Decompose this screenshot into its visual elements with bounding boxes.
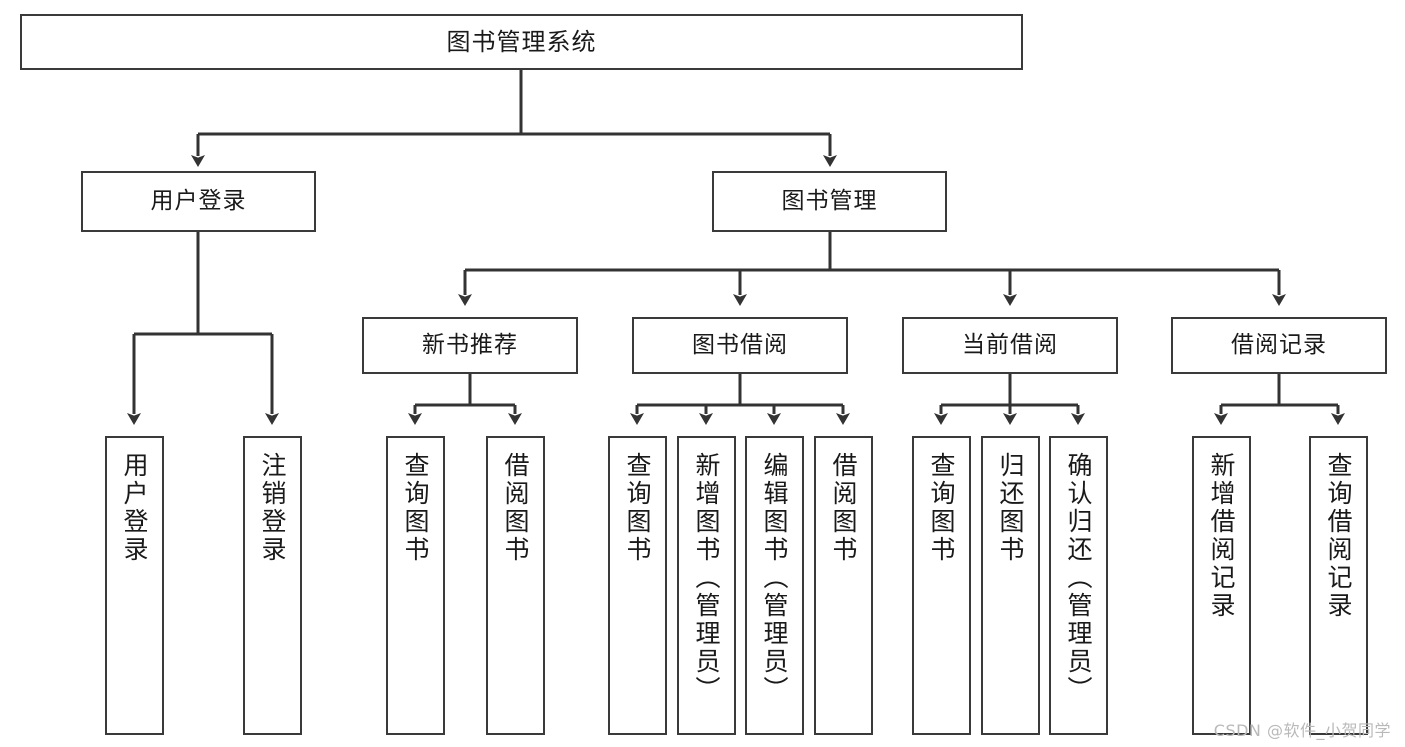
leaf-borrow-book[interactable]: 借阅图书	[814, 436, 873, 735]
node-user-login[interactable]: 用户登录	[81, 171, 316, 232]
node-borrow-records[interactable]: 借阅记录	[1171, 317, 1387, 374]
leaf-user-login[interactable]: 用户登录	[105, 436, 164, 735]
node-book-borrow-label: 图书借阅	[692, 331, 788, 358]
node-book-management-label: 图书管理	[781, 187, 878, 214]
leaf-logout[interactable]: 注销登录	[243, 436, 302, 735]
leaf-borrow-book-newbook[interactable]: 借阅图书	[486, 436, 545, 735]
leaf-add-borrow-record-label: 新增借阅记录	[1207, 452, 1236, 620]
node-current-borrow-label: 当前借阅	[962, 331, 1058, 358]
leaf-return-book[interactable]: 归还图书	[981, 436, 1040, 735]
leaf-query-book-current[interactable]: 查询图书	[912, 436, 971, 735]
leaf-query-book-newbook[interactable]: 查询图书	[386, 436, 445, 735]
leaf-return-book-label: 归还图书	[996, 452, 1025, 564]
leaf-confirm-return-admin-label: 确认归还（管理员）	[1064, 452, 1093, 704]
node-new-book-recommend-label: 新书推荐	[422, 331, 518, 358]
leaf-borrow-book-label: 借阅图书	[829, 452, 858, 564]
leaf-confirm-return-admin[interactable]: 确认归还（管理员）	[1049, 436, 1108, 735]
leaf-logout-label: 注销登录	[258, 452, 287, 564]
leaf-query-borrow-record[interactable]: 查询借阅记录	[1309, 436, 1368, 735]
node-borrow-records-label: 借阅记录	[1231, 331, 1327, 358]
leaf-query-book-current-label: 查询图书	[927, 452, 956, 564]
leaf-query-book-borrow-label: 查询图书	[623, 452, 652, 564]
watermark: CSDN @软件_小贺同学	[1213, 721, 1391, 740]
leaf-user-login-label: 用户登录	[120, 452, 149, 564]
leaf-edit-book-admin-label: 编辑图书（管理员）	[760, 452, 789, 704]
leaf-edit-book-admin[interactable]: 编辑图书（管理员）	[745, 436, 804, 735]
node-book-management[interactable]: 图书管理	[712, 171, 947, 232]
node-user-login-label: 用户登录	[150, 187, 247, 214]
leaf-add-book-admin-label: 新增图书（管理员）	[692, 452, 721, 704]
leaf-query-borrow-record-label: 查询借阅记录	[1324, 452, 1353, 620]
node-current-borrow[interactable]: 当前借阅	[902, 317, 1118, 374]
leaf-add-book-admin[interactable]: 新增图书（管理员）	[677, 436, 736, 735]
leaf-add-borrow-record[interactable]: 新增借阅记录	[1192, 436, 1251, 735]
leaf-borrow-book-newbook-label: 借阅图书	[501, 452, 530, 564]
node-root[interactable]: 图书管理系统	[20, 14, 1023, 70]
node-new-book-recommend[interactable]: 新书推荐	[362, 317, 578, 374]
leaf-query-book-newbook-label: 查询图书	[401, 452, 430, 564]
node-root-label: 图书管理系统	[446, 27, 597, 56]
node-book-borrow[interactable]: 图书借阅	[632, 317, 848, 374]
leaf-query-book-borrow[interactable]: 查询图书	[608, 436, 667, 735]
